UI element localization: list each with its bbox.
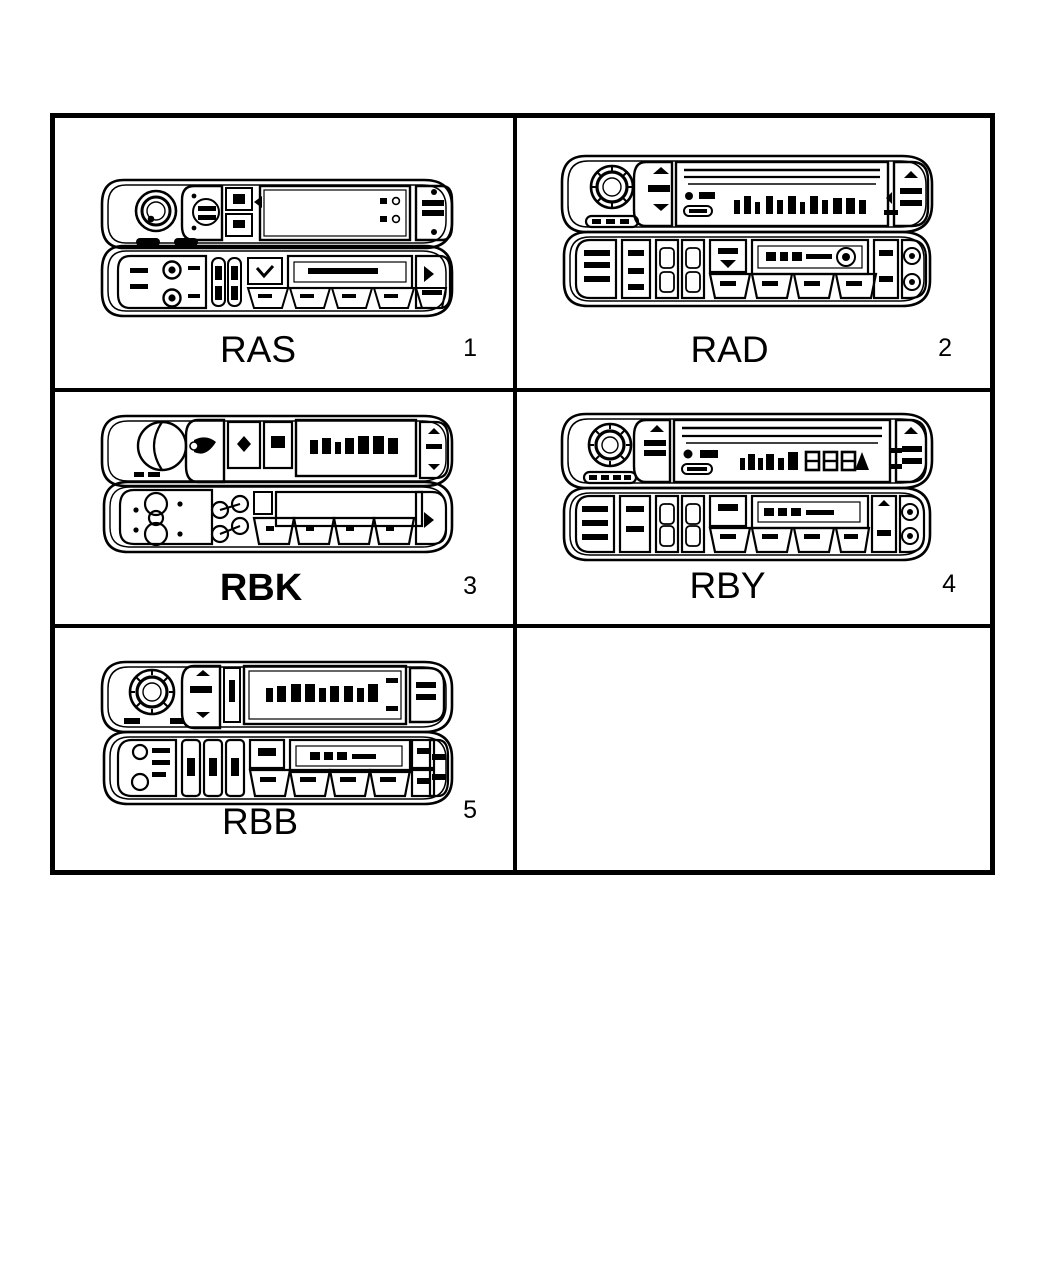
callout-number: 3 (463, 572, 477, 600)
device-label: RBB (221, 801, 299, 842)
diagram-cell-rby[interactable]: RBY 4 (517, 392, 990, 628)
diagram-cell-rad[interactable]: RAD 2 (517, 118, 990, 392)
callout-number: 2 (938, 334, 952, 362)
device-label: RAD (690, 329, 769, 370)
device-label: RAS (219, 329, 297, 370)
caption-ras: RAS 1 (55, 328, 513, 382)
radio-illustration-rad (517, 144, 990, 314)
ras-unit-drawing (100, 178, 454, 318)
diagram-cell-rbb[interactable]: RBB 5 (55, 628, 517, 870)
diagram-cell-empty (517, 628, 990, 870)
rbk-unit-drawing (100, 414, 454, 554)
device-label: RBK (219, 567, 303, 609)
caption-rbk: RBK 3 (55, 566, 513, 620)
radio-illustration-ras (55, 166, 513, 326)
radio-illustration-rbb (55, 650, 513, 810)
rad-unit-drawing (560, 154, 933, 308)
caption-rby: RBY 4 (517, 564, 990, 618)
caption-rbb: RBB 5 (55, 796, 513, 854)
callout-number: 4 (942, 570, 956, 598)
rbb-unit-drawing (100, 660, 454, 806)
parts-diagram-table: RAS 1 (50, 113, 995, 875)
diagram-cell-ras[interactable]: RAS 1 (55, 118, 517, 392)
diagram-cell-rbk[interactable]: RBK 3 (55, 392, 517, 628)
radio-illustration-rbk (55, 406, 513, 556)
rby-unit-drawing (560, 412, 933, 562)
radio-illustration-rby (517, 400, 990, 565)
callout-number: 1 (463, 334, 477, 362)
callout-number: 5 (463, 796, 477, 824)
caption-rad: RAD 2 (517, 328, 990, 382)
device-label: RBY (689, 565, 766, 606)
